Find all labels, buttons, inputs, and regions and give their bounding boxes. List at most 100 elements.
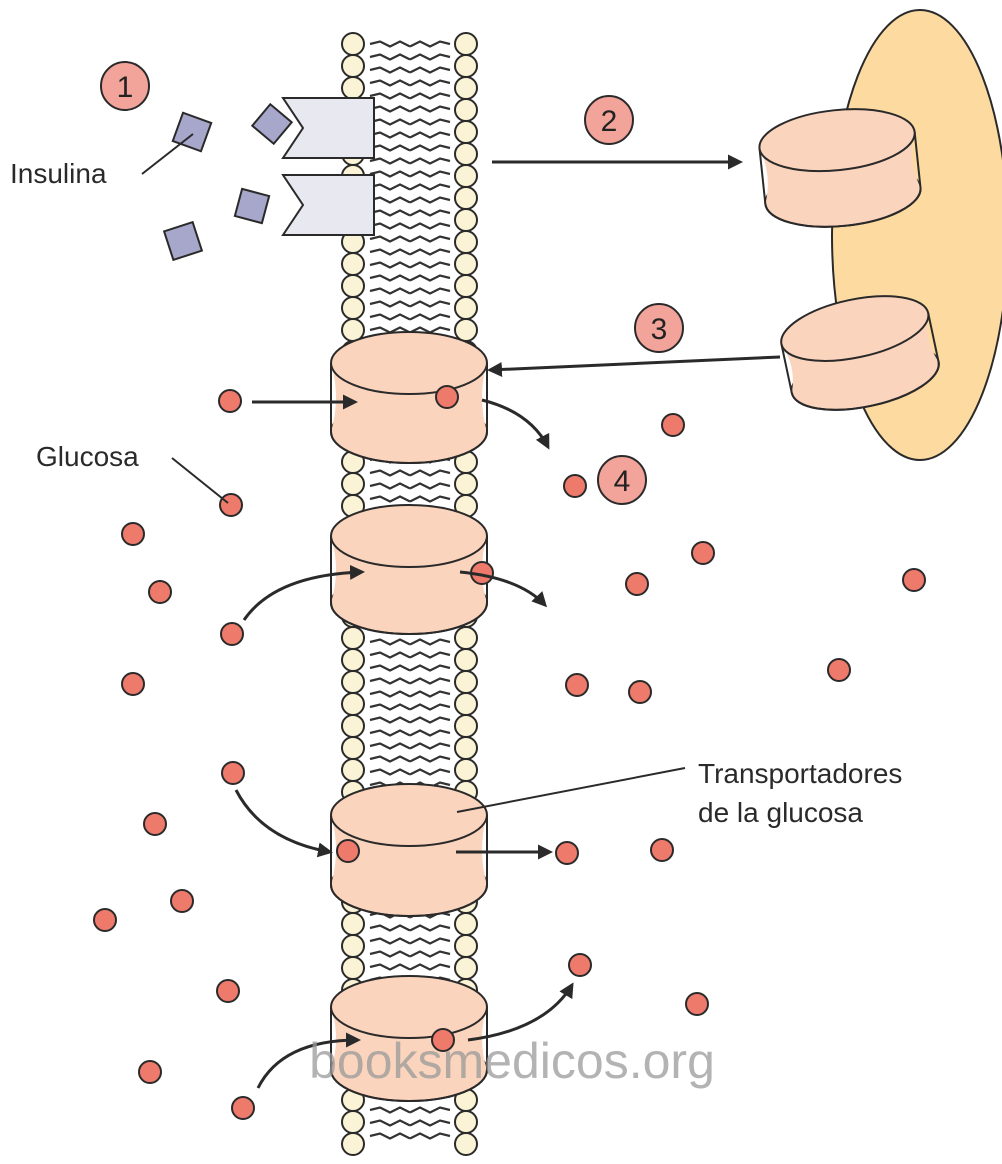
lipid-tail <box>410 302 450 307</box>
leader-line-insulin <box>142 134 193 174</box>
phospholipid-head <box>455 935 477 957</box>
phospholipid-head <box>455 77 477 99</box>
lipid-tail <box>410 172 450 177</box>
arrow-translocation <box>490 357 780 370</box>
lipid-tail <box>410 237 450 242</box>
lipid-tail <box>410 94 450 99</box>
arrow-glucose-out <box>482 400 548 447</box>
leader-line-glucose <box>172 458 228 503</box>
phospholipid-head <box>455 253 477 275</box>
lipid-tail <box>370 263 410 268</box>
phospholipid-head <box>455 671 477 693</box>
glucose-molecule <box>337 840 359 862</box>
lipid-tail <box>370 471 410 476</box>
glucose-molecule <box>569 954 591 976</box>
phospholipid-head <box>455 165 477 187</box>
phospholipid-head <box>455 275 477 297</box>
lipid-tail <box>410 315 450 320</box>
lipid-tail <box>410 107 450 112</box>
insulin-molecules <box>164 104 292 260</box>
phospholipid-head <box>455 627 477 649</box>
lipid-tail <box>370 952 410 957</box>
phospholipid-head <box>455 99 477 121</box>
svg-text:2: 2 <box>601 105 618 138</box>
lipid-tail <box>370 679 410 684</box>
phospholipid-head <box>342 693 364 715</box>
lipid-tail <box>410 653 450 658</box>
lipid-tail <box>410 198 450 203</box>
lipid-tail <box>370 250 410 255</box>
lipid-tail <box>370 718 410 723</box>
glucose-molecule <box>144 813 166 835</box>
lipid-tail <box>410 42 450 47</box>
phospholipid-head <box>455 121 477 143</box>
lipid-tail <box>370 224 410 229</box>
lipid-tail <box>370 315 410 320</box>
phospholipid-head <box>342 253 364 275</box>
arrows <box>236 162 780 1088</box>
lipid-tail <box>410 679 450 684</box>
lipid-tail <box>410 224 450 229</box>
phospholipid-head <box>342 649 364 671</box>
phospholipid-head <box>455 231 477 253</box>
glucose-molecule <box>662 414 684 436</box>
lipid-tail <box>410 471 450 476</box>
phospholipid-head <box>342 957 364 979</box>
svg-text:3: 3 <box>651 313 668 346</box>
insulin-molecule <box>164 222 202 260</box>
watermark: booksmedicos.org <box>309 1033 715 1089</box>
phospholipid-head <box>455 649 477 671</box>
phospholipid-head <box>342 715 364 737</box>
lipid-tail <box>410 770 450 775</box>
label-transporter-line1: Transportadores <box>698 758 902 789</box>
lipid-tail <box>370 94 410 99</box>
lipid-tail <box>370 211 410 216</box>
phospholipid-head <box>455 1133 477 1155</box>
lipid-tail <box>370 666 410 671</box>
glucose-molecule <box>556 842 578 864</box>
phospholipid-head <box>342 297 364 319</box>
lipid-tail <box>370 1121 410 1126</box>
glucose-molecule <box>564 475 586 497</box>
lipid-tail <box>370 1108 410 1113</box>
lipid-tail <box>410 146 450 151</box>
lipid-tail <box>410 1134 450 1139</box>
step-badge-3: 3 <box>635 304 683 352</box>
lipid-tail <box>410 185 450 190</box>
lipid-tail <box>370 484 410 489</box>
label-transporter-line2: de la glucosa <box>698 797 863 828</box>
lipid-tail <box>370 146 410 151</box>
lipid-tail <box>410 68 450 73</box>
phospholipid-head <box>342 55 364 77</box>
lipid-tail <box>410 757 450 762</box>
lipid-tail <box>410 55 450 60</box>
phospholipid-head <box>342 1111 364 1133</box>
phospholipid-head <box>342 671 364 693</box>
lipid-tail <box>410 731 450 736</box>
phospholipid-head <box>342 759 364 781</box>
glucose-molecule <box>122 673 144 695</box>
phospholipid-head <box>455 55 477 77</box>
phospholipid-head <box>342 275 364 297</box>
phospholipid-head <box>342 913 364 935</box>
phospholipid-head <box>455 715 477 737</box>
lipid-tail <box>370 926 410 931</box>
lipid-tail <box>370 198 410 203</box>
phospholipid-head <box>455 33 477 55</box>
step-badge-2: 2 <box>585 96 633 144</box>
lipid-tail <box>410 965 450 970</box>
lipid-tail <box>370 757 410 762</box>
lipid-tail <box>410 484 450 489</box>
step-badge-4: 4 <box>598 456 646 504</box>
lipid-tail <box>370 237 410 242</box>
lipid-tail <box>410 926 450 931</box>
label-insulin: Insulina <box>10 158 107 189</box>
phospholipid-head <box>342 627 364 649</box>
glucose-molecule <box>217 980 239 1002</box>
lipid-tail <box>370 302 410 307</box>
svg-text:4: 4 <box>614 465 631 498</box>
phospholipid-head <box>342 473 364 495</box>
phospholipid-head <box>455 737 477 759</box>
insulin-molecule <box>252 104 291 143</box>
